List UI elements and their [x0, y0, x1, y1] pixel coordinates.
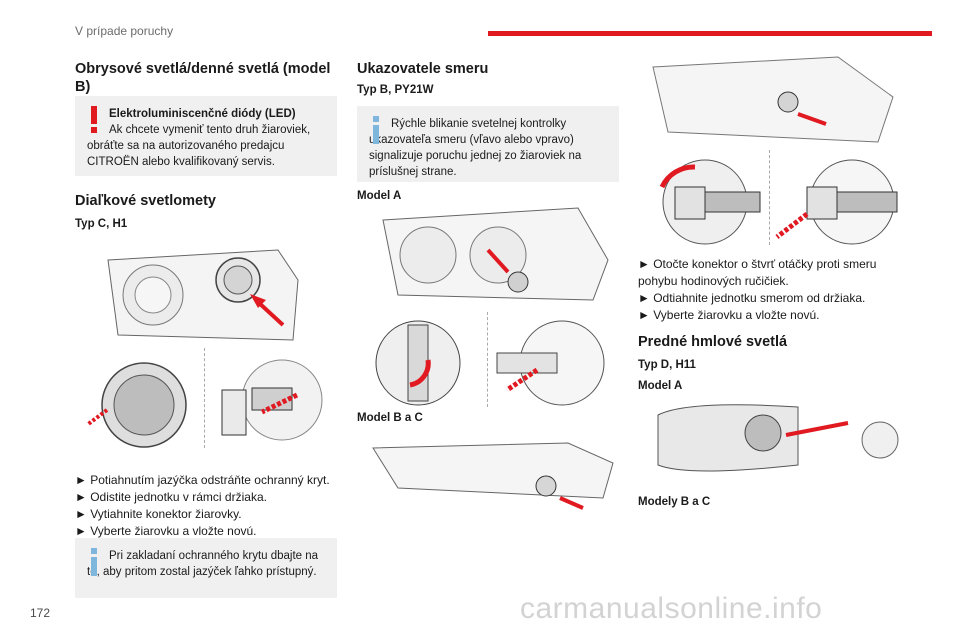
indicator-lamp-model-bc-illustration — [372, 442, 614, 510]
header-accent-bar — [488, 31, 932, 36]
step-item: ► Odtiahnite jednotku smerom od držiaka. — [638, 291, 866, 305]
info-text: Pri zakladaní ochranného krytu dbajte na… — [87, 550, 319, 578]
indicator-connector-rotate-illustration — [659, 159, 761, 245]
divider — [204, 348, 205, 448]
model-bc-label: Model B a C — [357, 412, 423, 424]
bulb-connector-illustration — [221, 359, 323, 441]
step-item: ► Vytiahnite konektor žiarovky. — [75, 507, 242, 521]
section-title: V prípade poruchy — [75, 24, 174, 38]
protective-cover-illustration — [85, 362, 187, 448]
fog-light-model-a-illustration — [657, 404, 899, 472]
page-number: 172 — [30, 606, 51, 620]
info-icon — [91, 548, 97, 576]
heading-indicators: Ukazovatele smeru — [357, 61, 489, 77]
fog-model-a-label: Model A — [638, 380, 683, 392]
divider — [769, 150, 770, 245]
indicator-side-illustration — [652, 56, 894, 143]
heading-position-lights: Obrysové svetlá/denné svetlá (model B) — [75, 61, 331, 95]
step-item: ► Vyberte žiarovku a vložte novú. — [75, 524, 257, 538]
type-label-c: Typ C, H1 — [75, 218, 128, 230]
heading-high-beam: Diaľkové svetlomety — [75, 193, 216, 209]
connector-remove-illustration — [496, 320, 605, 406]
type-label-d: Typ D, H11 — [638, 359, 696, 371]
high-beam-steps: ► Potiahnutím jazýčka odstráňte ochranný… — [75, 472, 340, 540]
step-item: ► Odistite jednotku v rámci držiaka. — [75, 490, 267, 504]
step-item: ► Potiahnutím jazýčka odstráňte ochranný… — [75, 473, 330, 487]
heading-fog-lights: Predné hmlové svetlá — [638, 334, 788, 350]
headlamp-illustration — [107, 249, 299, 341]
warning-text: Ak chcete vymeniť tento druh žiaroviek, … — [87, 124, 311, 168]
warning-icon — [91, 106, 97, 133]
connector-rotate-illustration — [375, 320, 461, 406]
indicator-steps: ► Otočte konektor o štvrť otáčky proti s… — [638, 256, 900, 324]
step-item: ► Otočte konektor o štvrť otáčky proti s… — [638, 257, 877, 288]
watermark: carmanualsonline.info — [520, 592, 823, 625]
indicator-connector-pull-illustration — [775, 159, 898, 245]
warning-box: Elektroluminiscenčné diódy (LED) Ak chce… — [75, 96, 337, 176]
step-item: ► Vyberte žiarovku a vložte novú. — [638, 308, 820, 322]
type-label-b: Typ B, PY21W — [357, 84, 434, 96]
divider — [487, 312, 488, 407]
info-text: Rýchle blikanie svetelnej kontrolky ukaz… — [369, 118, 582, 178]
indicator-lamp-model-a-illustration — [382, 207, 609, 301]
model-a-label: Model A — [357, 190, 402, 202]
info-box-cover: Pri zakladaní ochranného krytu dbajte na… — [75, 538, 337, 598]
warning-title: Elektroluminiscenčné diódy (LED) — [109, 108, 296, 120]
fog-models-bc-label: Modely B a C — [638, 496, 711, 508]
info-box-indicator: Rýchle blikanie svetelnej kontrolky ukaz… — [357, 106, 619, 182]
info-icon — [373, 116, 379, 144]
